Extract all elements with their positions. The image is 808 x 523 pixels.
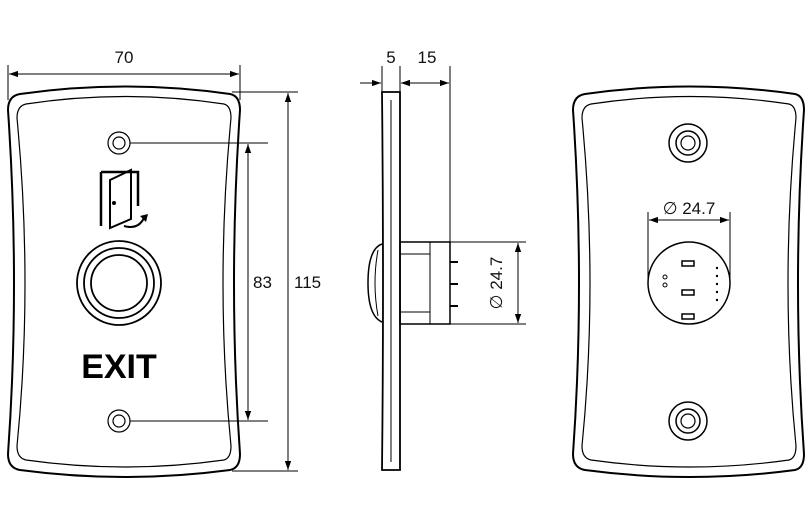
back-bottom-boss — [668, 401, 708, 441]
top-screw-hole — [107, 131, 131, 155]
width-label: 70 — [115, 48, 134, 67]
height-dimension: 115 — [232, 91, 321, 472]
door-exit-icon — [99, 168, 148, 230]
side-plate-profile — [381, 91, 401, 471]
height-label: 115 — [294, 273, 321, 292]
back-plate-bevel — [581, 95, 797, 468]
back-plate-outline — [571, 85, 806, 478]
body-depth-dimension: 15 — [401, 48, 451, 242]
plate-thickness-dimension: 5 — [360, 48, 422, 92]
side-view: 5 15 ∅ 24.7 — [360, 48, 526, 471]
side-diameter-dimension: ∅ 24.7 — [450, 241, 526, 325]
hole-spacing-label: 83 — [253, 273, 272, 292]
side-switch-body — [399, 241, 458, 325]
plate-thickness-label: 5 — [386, 48, 395, 67]
hole-spacing-dimension: 83 — [130, 142, 272, 422]
back-switch-body — [647, 241, 731, 325]
side-button-dome — [367, 243, 383, 323]
back-diameter-dimension: ∅ 24.7 — [647, 199, 731, 283]
body-depth-label: 15 — [418, 48, 437, 67]
front-view: EXIT 70 83 115 — [6, 48, 321, 478]
width-dimension: 70 — [7, 48, 241, 100]
side-diameter-label: ∅ 24.7 — [487, 257, 506, 310]
back-view: ∅ 24.7 — [571, 85, 806, 478]
push-button — [76, 240, 162, 326]
bottom-screw-hole — [107, 409, 131, 433]
exit-label: EXIT — [81, 348, 157, 386]
front-plate-outline — [6, 85, 242, 478]
front-plate-bevel — [16, 95, 232, 468]
back-diameter-label: ∅ 24.7 — [663, 199, 716, 218]
back-top-boss — [668, 123, 708, 163]
